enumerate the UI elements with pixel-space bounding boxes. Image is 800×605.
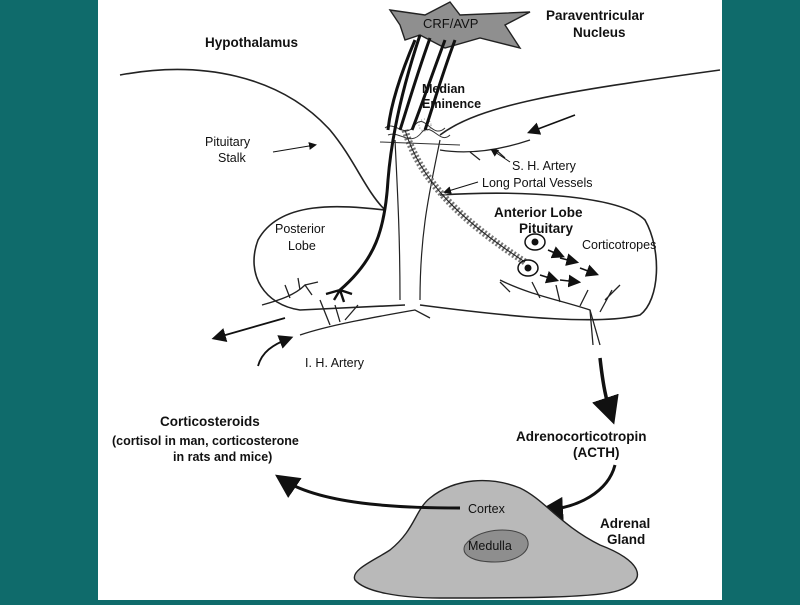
paraventricular-label-1: Paraventricular bbox=[546, 8, 645, 23]
corticosteroids-label-1: Corticosteroids bbox=[160, 414, 260, 429]
sh-artery-branches bbox=[439, 139, 531, 161]
acth-to-cortex-arrow bbox=[539, 464, 617, 521]
median-eminence-label-1: Median bbox=[422, 82, 465, 96]
hypothalamus-outline bbox=[119, 68, 386, 211]
median-eminence-outline bbox=[439, 69, 721, 136]
diagram-panel: CRF/AVP Paraventricular Nucleus Hypothal… bbox=[98, 0, 722, 600]
sh-artery-pointer bbox=[490, 148, 511, 163]
adrenal-medulla bbox=[463, 529, 529, 563]
paraventricular-label-2: Nucleus bbox=[573, 25, 626, 40]
cortex-label: Cortex bbox=[468, 502, 506, 516]
sh-artery-arrow bbox=[527, 114, 576, 135]
posterior-lobe-label-1: Posterior bbox=[275, 222, 325, 236]
corticosteroids-label-2: (cortisol in man, corticosterone bbox=[112, 434, 299, 448]
sh-artery-label: S. H. Artery bbox=[512, 159, 577, 173]
adrenal-gland-label-2: Gland bbox=[607, 532, 645, 547]
adrenal-gland-label-1: Adrenal bbox=[600, 516, 650, 531]
anterior-lobe bbox=[419, 192, 658, 321]
corticotrope-cells bbox=[517, 233, 546, 277]
axons bbox=[339, 34, 457, 292]
pituitary-stalk-label-1: Pituitary bbox=[205, 135, 251, 149]
stalk-pointer bbox=[272, 142, 317, 153]
acth-arrow bbox=[592, 357, 619, 425]
medulla-label: Medulla bbox=[468, 539, 512, 553]
long-portal-pointer bbox=[443, 181, 479, 195]
acth-label-2: (ACTH) bbox=[573, 445, 620, 460]
corticotropes-label: Corticotropes bbox=[582, 238, 656, 252]
corticosteroids-label-3: in rats and mice) bbox=[173, 450, 272, 464]
anterior-lobe-label-2: Pituitary bbox=[519, 221, 574, 236]
posterior-outflow-arrow bbox=[211, 317, 286, 342]
posterior-axon-terminals bbox=[325, 288, 353, 303]
long-portal-label: Long Portal Vessels bbox=[482, 176, 593, 190]
posterior-lobe-label-2: Lobe bbox=[288, 239, 316, 253]
crf-avp-label: CRF/AVP bbox=[423, 16, 478, 31]
hpa-axis-diagram: CRF/AVP Paraventricular Nucleus Hypothal… bbox=[112, 1, 721, 599]
hypothalamus-label: Hypothalamus bbox=[205, 35, 298, 50]
corticosteroid-arrow bbox=[275, 474, 461, 510]
stalk-left-edge bbox=[394, 139, 401, 301]
crf-avp-neurons bbox=[388, 1, 531, 50]
posterior-vessels bbox=[261, 277, 431, 336]
median-eminence-label-2: Eminence bbox=[422, 97, 481, 111]
stalk-right-edge bbox=[419, 139, 441, 301]
pituitary-stalk-label-2: Stalk bbox=[218, 151, 247, 165]
corticotrope-release-arrows bbox=[539, 246, 599, 288]
ih-artery-arrow bbox=[257, 335, 294, 367]
posterior-lobe bbox=[253, 205, 406, 311]
anterior-vessels bbox=[499, 279, 621, 346]
ih-artery-label: I. H. Artery bbox=[305, 356, 365, 370]
acth-label-1: Adrenocorticotropin bbox=[516, 429, 647, 444]
anterior-lobe-label-1: Anterior Lobe bbox=[494, 205, 583, 220]
